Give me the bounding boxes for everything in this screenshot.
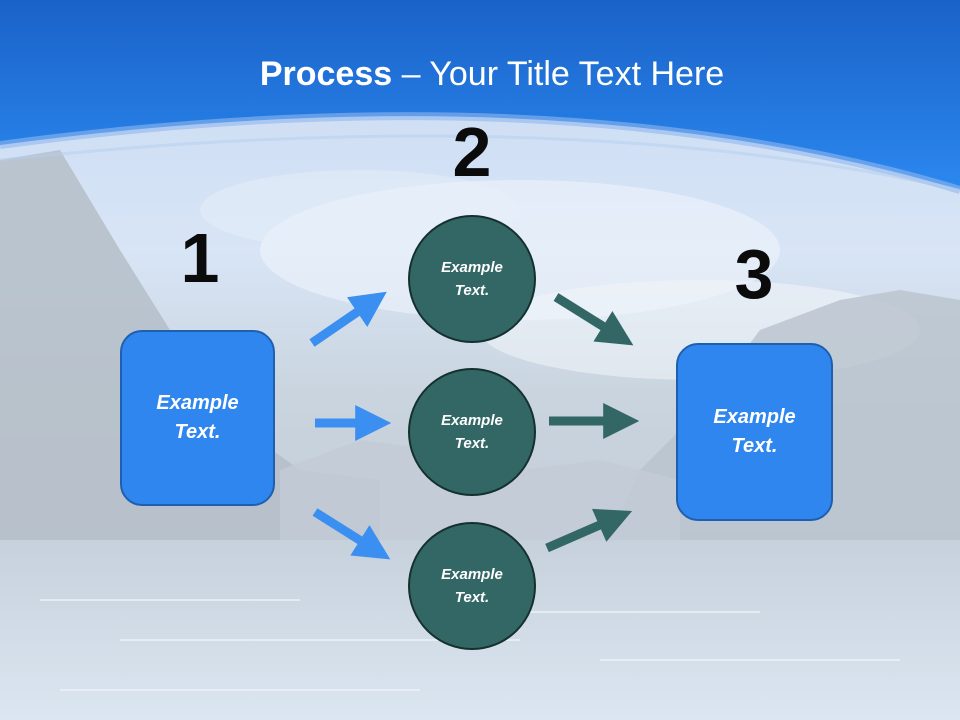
slide-title: Process – Your Title Text Here	[0, 52, 960, 96]
process-circle-middle: Example Text.	[408, 368, 536, 496]
process-circle-bottom: Example Text.	[408, 522, 536, 650]
circle-label: Example Text.	[441, 412, 503, 452]
arrow-down-right	[312, 508, 391, 560]
circle-label: Example Text.	[441, 259, 503, 299]
start-box-label: Example Text.	[156, 392, 239, 443]
end-box-label: Example Text.	[713, 406, 796, 457]
arrow-teal-up	[545, 508, 633, 553]
circle-label: Example Text.	[441, 566, 503, 606]
step-number-1: 1	[180, 219, 220, 297]
step-number-3: 3	[734, 235, 774, 313]
process-circle-top: Example Text.	[408, 215, 536, 343]
end-box: Example Text.	[676, 343, 833, 521]
step-number-2: 2	[452, 113, 492, 191]
title-rest: – Your Title Text Here	[392, 55, 725, 93]
start-box: Example Text.	[120, 330, 275, 506]
arrow-up-right	[309, 291, 387, 347]
arrow-teal-down	[553, 293, 634, 346]
title-bold: Process	[259, 55, 393, 93]
